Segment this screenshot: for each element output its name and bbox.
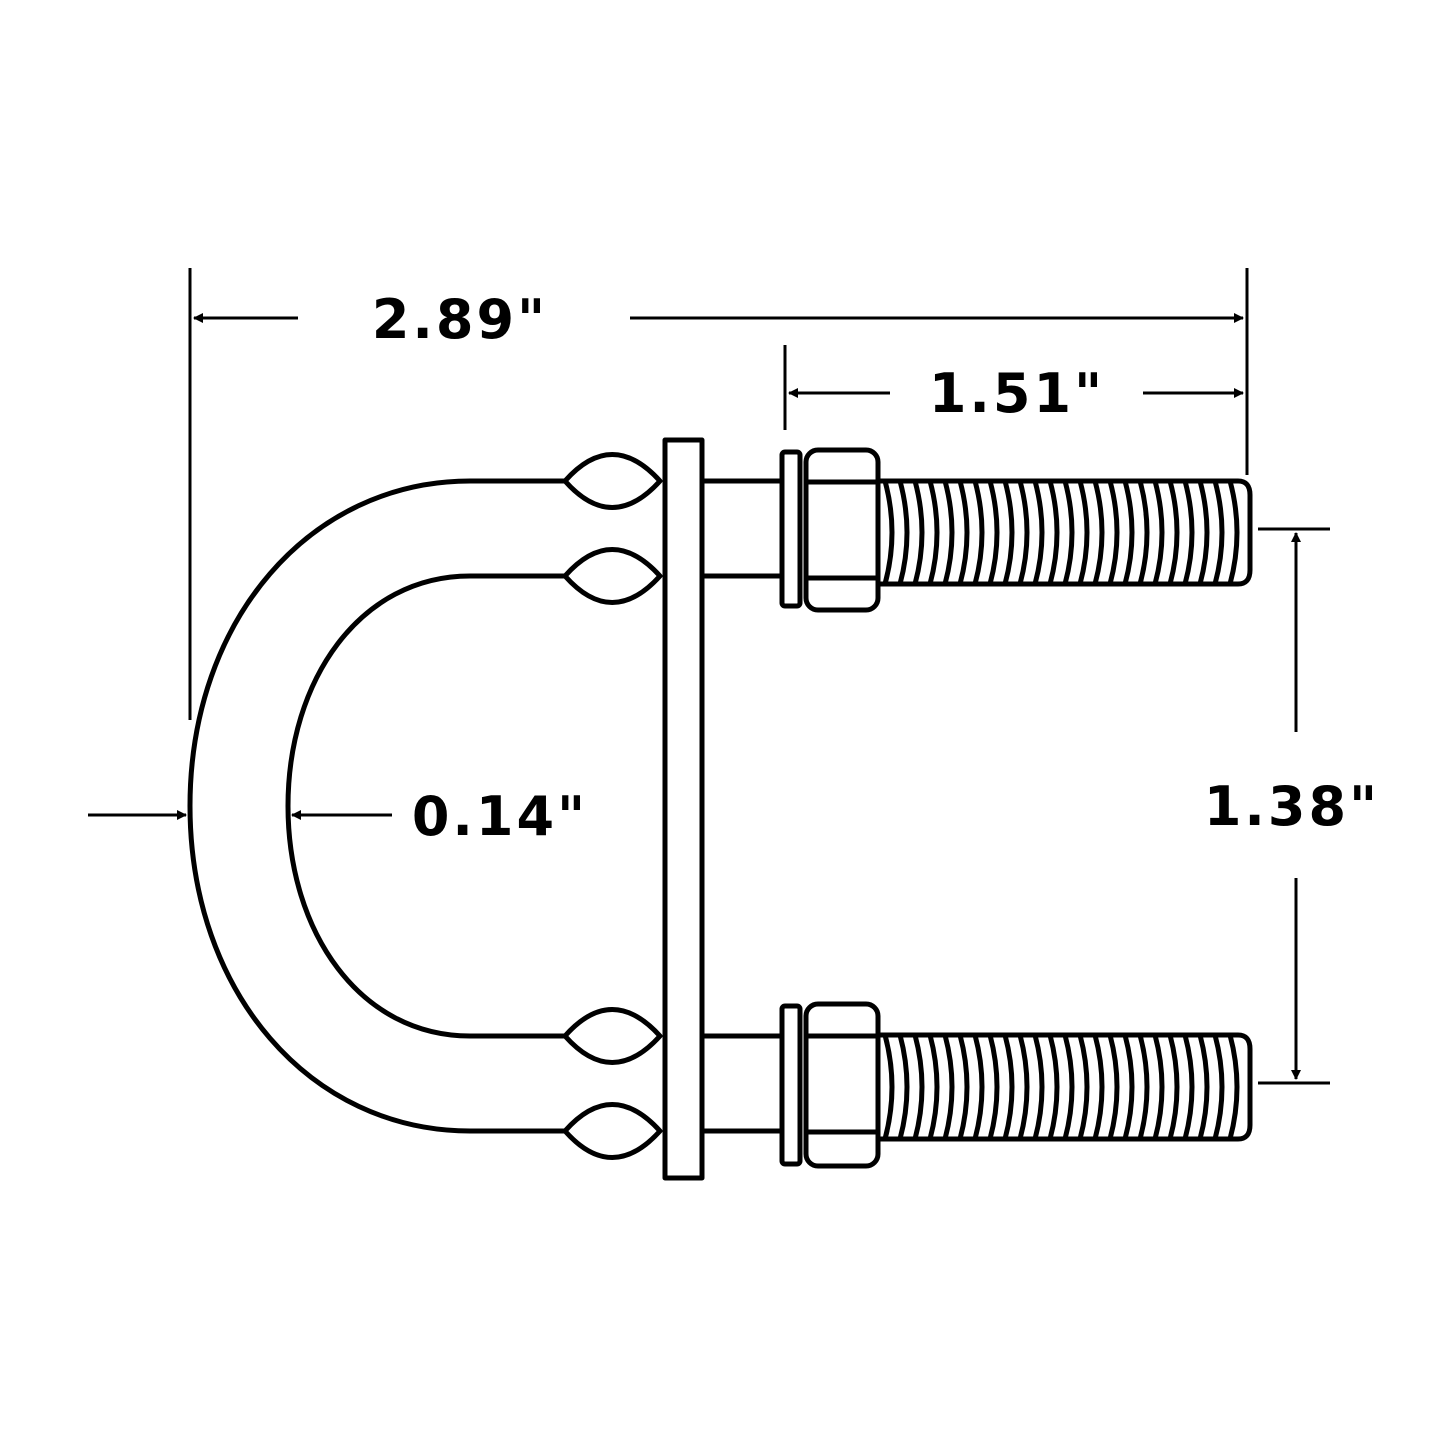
crossbar-plate bbox=[662, 437, 705, 1181]
swage-marks bbox=[562, 452, 663, 1160]
thread-line bbox=[1092, 1032, 1105, 1142]
thread-line bbox=[972, 1032, 985, 1142]
dim-overall-length bbox=[188, 268, 1249, 720]
rod-diameter-label: 0.14" bbox=[412, 785, 588, 848]
thread-line bbox=[1002, 478, 1015, 587]
bottom-thread bbox=[875, 1032, 1253, 1142]
bottom-washer-nut bbox=[779, 1001, 881, 1169]
thread-line bbox=[1077, 1032, 1090, 1142]
thread-line bbox=[987, 478, 1000, 587]
thread-line bbox=[1017, 1032, 1030, 1142]
thread-line bbox=[957, 1032, 970, 1142]
thread-line bbox=[1107, 478, 1120, 587]
dim-thread-length bbox=[783, 345, 1244, 430]
thread-line bbox=[927, 1032, 940, 1142]
thread-line bbox=[1152, 1032, 1165, 1142]
dim-leg-spacing bbox=[1258, 527, 1330, 1085]
thread-line bbox=[1137, 1032, 1150, 1142]
thread-line bbox=[882, 478, 895, 587]
u-bend-inner bbox=[285, 573, 568, 1039]
thread-line bbox=[1107, 1032, 1120, 1142]
thread-line bbox=[1182, 1032, 1195, 1142]
thread-line bbox=[987, 1032, 1000, 1142]
thread-line bbox=[1122, 478, 1135, 587]
thread-line bbox=[882, 1032, 895, 1142]
thread-line bbox=[1077, 478, 1090, 587]
top-thread bbox=[875, 478, 1253, 587]
thread-line bbox=[1197, 1032, 1210, 1142]
thread-line bbox=[1017, 478, 1030, 587]
thread-line bbox=[1182, 478, 1195, 587]
thread-line bbox=[912, 478, 925, 587]
thread-line bbox=[957, 478, 970, 587]
thread-line bbox=[1092, 478, 1105, 587]
thread-line bbox=[875, 478, 1253, 587]
thread-line bbox=[1032, 1032, 1045, 1142]
thread-line bbox=[1032, 478, 1045, 587]
thread-line bbox=[942, 1032, 955, 1142]
thread-line bbox=[1002, 1032, 1015, 1142]
shanks bbox=[699, 478, 785, 1134]
thread-line bbox=[1137, 478, 1150, 587]
thread-line bbox=[972, 478, 985, 587]
thread-line bbox=[1212, 1032, 1225, 1142]
thread-line bbox=[875, 1032, 1253, 1142]
thread-line bbox=[912, 1032, 925, 1142]
thread-line bbox=[897, 478, 910, 587]
thread-line bbox=[1167, 1032, 1180, 1142]
thread-line bbox=[1062, 478, 1075, 587]
thread-line bbox=[1047, 1032, 1060, 1142]
u-bend-outer bbox=[187, 478, 568, 1134]
thread-line bbox=[1167, 478, 1180, 587]
thread-line bbox=[942, 478, 955, 587]
thread-length-label: 1.51" bbox=[929, 362, 1105, 425]
thread-line bbox=[1227, 1032, 1240, 1142]
thread-line bbox=[897, 1032, 910, 1142]
thread-line bbox=[1122, 1032, 1135, 1142]
top-washer-nut bbox=[779, 447, 881, 613]
leg-spacing-label: 1.38" bbox=[1204, 775, 1380, 838]
thread-line bbox=[1212, 478, 1225, 587]
thread-line bbox=[1047, 478, 1060, 587]
thread-line bbox=[1152, 478, 1165, 587]
thread-line bbox=[1227, 478, 1240, 587]
thread-line bbox=[1062, 1032, 1075, 1142]
overall-length-label: 2.89" bbox=[372, 288, 548, 351]
thread-line bbox=[927, 478, 940, 587]
thread-line bbox=[1197, 478, 1210, 587]
